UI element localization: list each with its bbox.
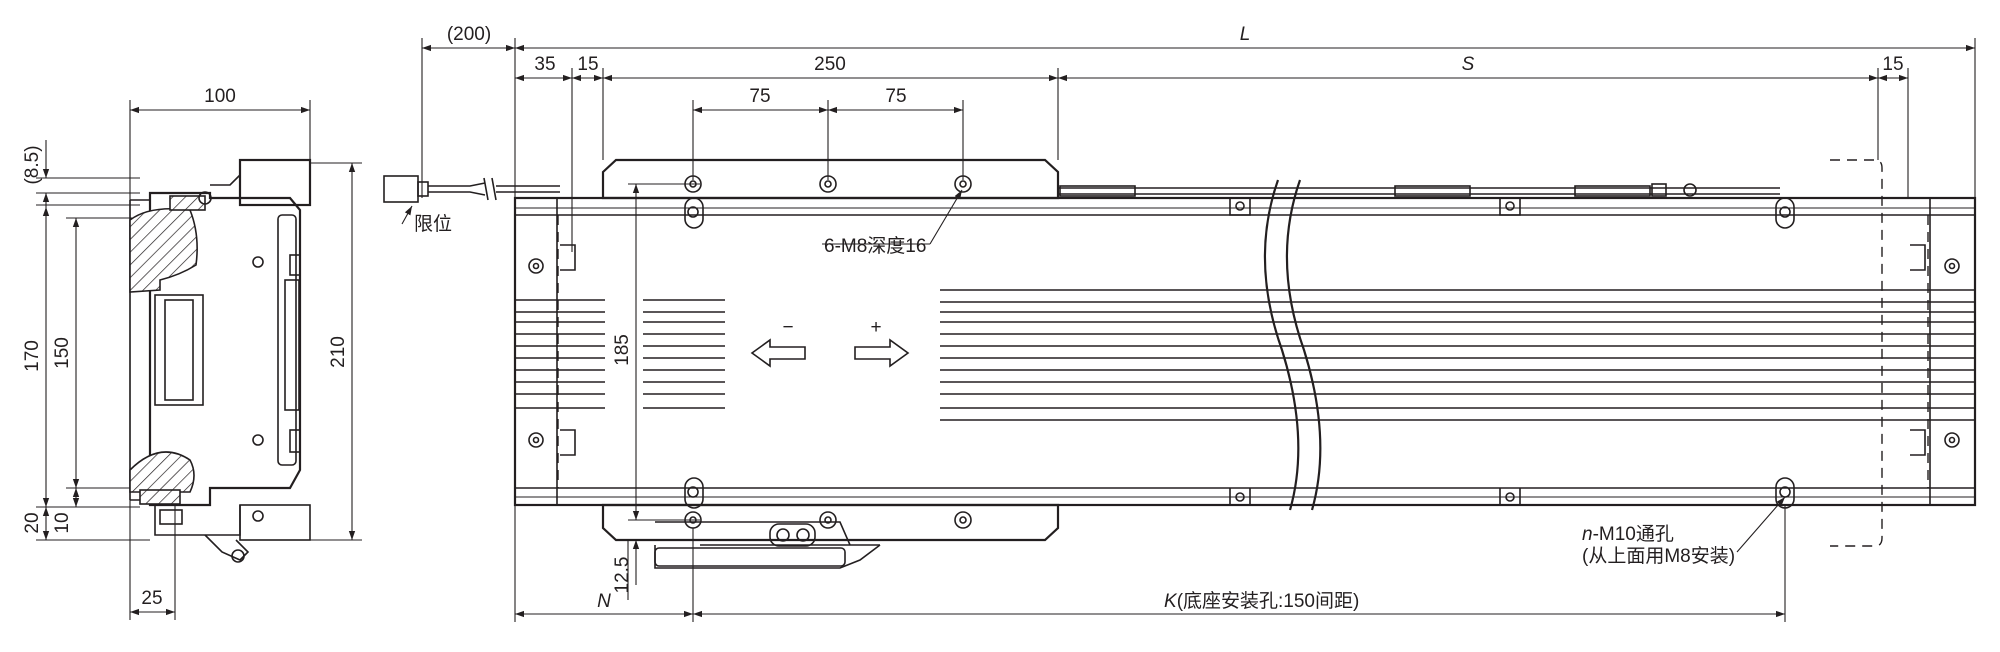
label-margin-15-left: 15 — [577, 54, 598, 75]
plus-direction-arrow — [854, 338, 910, 368]
carriage-bottom-plate — [601, 503, 1060, 542]
label-hole-pitch-1: 75 — [749, 86, 770, 107]
minus-direction-arrow — [750, 338, 806, 368]
carriage-holes — [684, 175, 972, 529]
upper-bearing-section — [129, 207, 198, 293]
label-height-outer: 170 — [22, 340, 43, 372]
label-base-holes: n-M10通孔 — [1582, 523, 1674, 545]
base-holes — [528, 197, 1960, 509]
label-offset-12-5: 12.5 — [612, 557, 633, 594]
label-width-top: 100 — [204, 86, 236, 107]
rail-body — [513, 196, 1977, 507]
label-overall-length: L — [1240, 24, 1251, 45]
label-offset-top: (8.5) — [22, 145, 43, 184]
label-height-total: 210 — [328, 336, 349, 368]
label-carriage-width: 250 — [814, 54, 846, 75]
lower-bearing-section — [129, 451, 195, 493]
label-carriage-holes: 6-M8深度16 — [824, 235, 926, 257]
label-hole-pitch-2: 75 — [885, 86, 906, 107]
motor-block — [238, 158, 312, 207]
label-margin-15-right: 15 — [1882, 54, 1903, 75]
label-width-bottom: 25 — [141, 588, 162, 609]
label-limit: 限位 — [414, 213, 452, 235]
plus-sign: + — [870, 317, 881, 338]
label-bottom-10: 10 — [52, 512, 73, 533]
label-bottom-20: 20 — [22, 512, 43, 533]
label-margin-35: 35 — [534, 54, 555, 75]
rail-grooves — [515, 289, 1975, 421]
break-line — [1263, 179, 1300, 511]
carriage-top-plate — [601, 158, 1060, 200]
label-height-inner: 150 — [52, 337, 73, 369]
side-view: 100 (8.5) 170 150 210 20 10 25 — [22, 86, 362, 620]
label-cable-length: (200) — [447, 24, 491, 45]
top-view: − + (200) L 35 15 250 S 15 75 75 185 12.… — [383, 24, 1977, 622]
end-stop-outline — [1830, 159, 1883, 547]
label-rail-width: 185 — [612, 334, 633, 366]
label-stroke: S — [1462, 54, 1475, 75]
minus-sign: − — [782, 317, 793, 338]
label-base-holes-note: (从上面用M8安装) — [1582, 545, 1735, 567]
limit-connector[interactable] — [383, 175, 419, 203]
label-base-pitch: K(底座安装孔:150间距) — [1164, 590, 1359, 612]
label-base-offset: N — [597, 591, 611, 612]
